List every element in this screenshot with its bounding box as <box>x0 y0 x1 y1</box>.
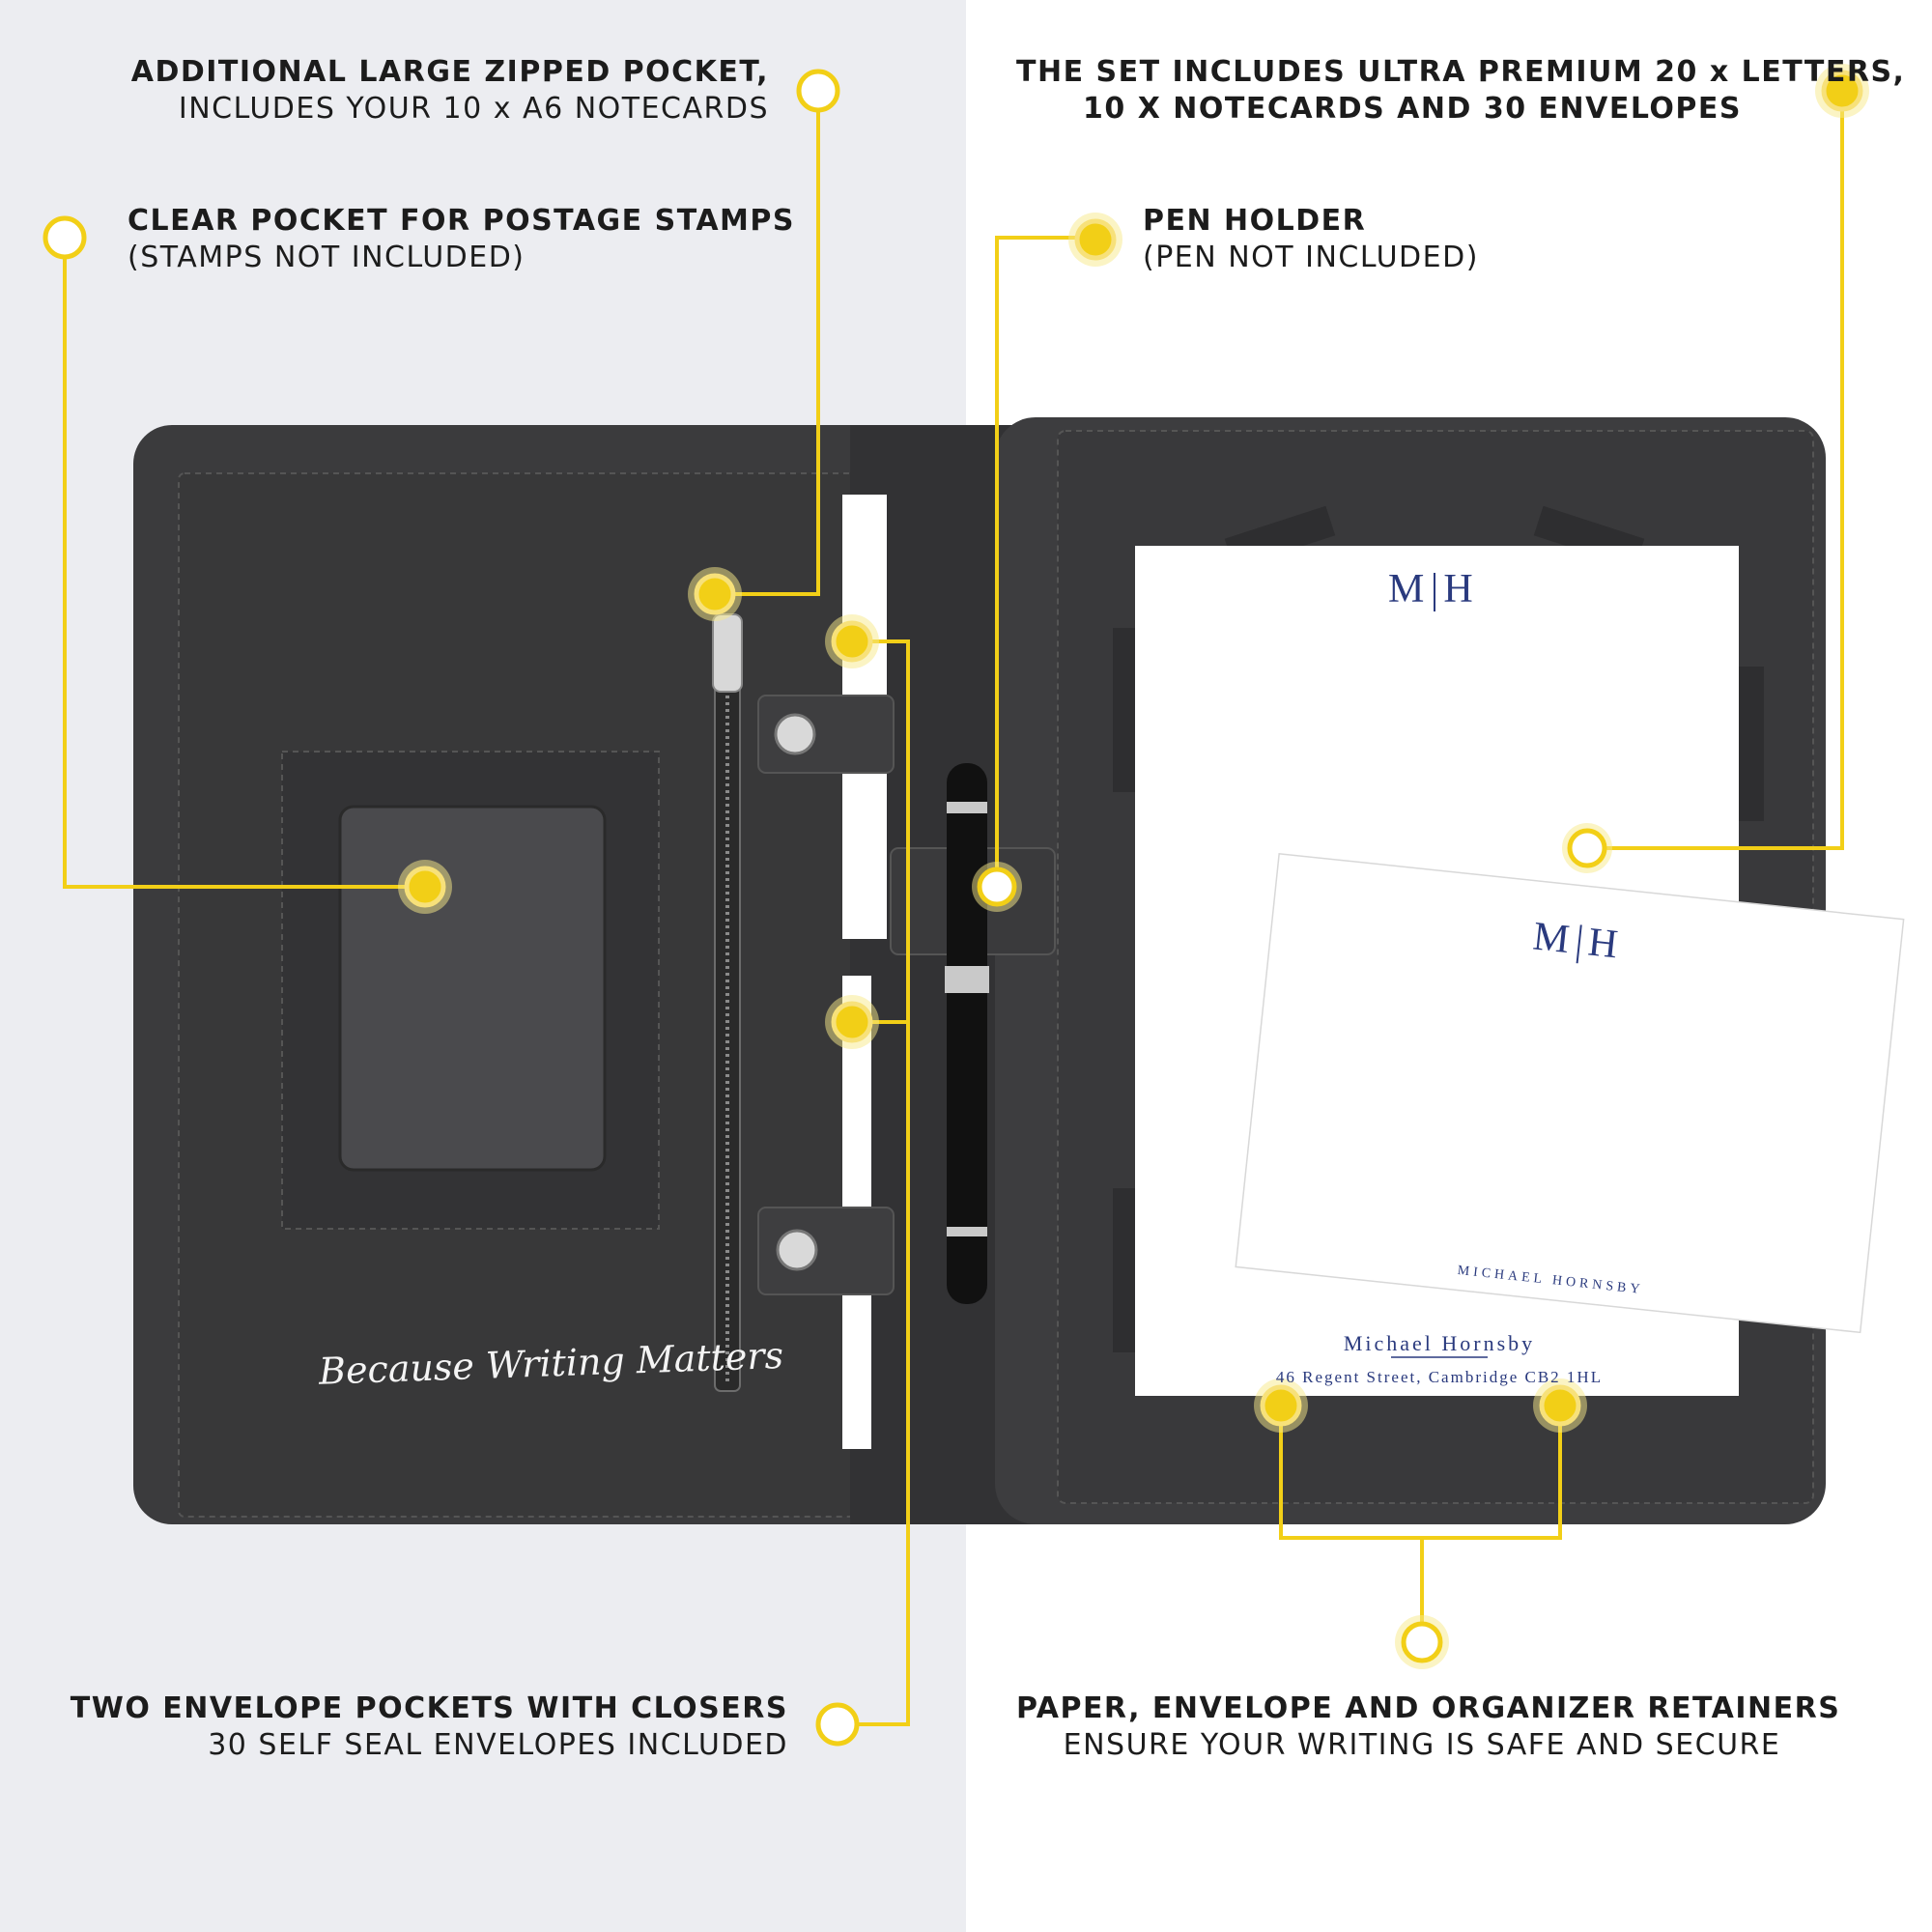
snap-strap-bottom <box>757 1207 895 1295</box>
marker-dot-icon <box>1068 213 1122 267</box>
marker-dot-icon <box>1395 1615 1449 1669</box>
letter-name: Michael Hornsby <box>1343 1331 1536 1355</box>
marker-dot-icon <box>825 995 879 1049</box>
marker-dot-icon <box>1254 1378 1308 1433</box>
callout-envelope-pockets: TWO ENVELOPE POCKETS WITH CLOSERS 30 SEL… <box>71 1690 788 1764</box>
callout-zipped-pocket-subtitle: INCLUDES YOUR 10 x A6 NOTECARDS <box>178 92 769 126</box>
callout-zipped-pocket: ADDITIONAL LARGE ZIPPED POCKET, INCLUDES… <box>131 54 769 128</box>
snap-button-bottom <box>776 1229 818 1271</box>
stamp-pocket-window <box>338 805 607 1172</box>
letter-address: 46 Regent Street, Cambridge CB2 1HL <box>1275 1368 1604 1386</box>
connector-lines <box>63 93 1844 1726</box>
marker-dots <box>43 64 1869 1747</box>
callout-set-includes: THE SET INCLUDES ULTRA PREMIUM 20 x LETT… <box>1016 54 1906 128</box>
zipper <box>714 617 741 1392</box>
callout-envelope-pockets-subtitle: 30 SELF SEAL ENVELOPES INCLUDED <box>208 1728 788 1762</box>
callout-set-includes-line2: 10 X NOTECARDS AND 30 ENVELOPES <box>1083 92 1742 126</box>
monogram-divider <box>1434 573 1436 612</box>
callout-retainers: PAPER, ENVELOPE AND ORGANIZER RETAINERS … <box>1016 1690 1841 1764</box>
snap-button-top <box>774 713 816 755</box>
pen-band-middle <box>945 966 989 993</box>
callout-set-includes-line1: THE SET INCLUDES ULTRA PREMIUM 20 x LETT… <box>1016 55 1906 89</box>
notecard <box>1235 852 1905 1334</box>
marker-dot-icon <box>825 614 879 668</box>
pen-body <box>947 763 987 1304</box>
marker-dot-icon <box>1533 1378 1587 1433</box>
callout-zipped-pocket-title: ADDITIONAL LARGE ZIPPED POCKET, <box>130 55 769 89</box>
connector-pen-holder <box>995 236 1092 887</box>
retainer-left-upper <box>1113 628 1138 792</box>
callout-clear-pocket-subtitle: (STAMPS NOT INCLUDED) <box>128 241 526 274</box>
callout-clear-pocket-title: CLEAR POCKET FOR POSTAGE STAMPS <box>128 204 796 238</box>
marker-dot-icon <box>1562 823 1612 873</box>
marker-dot-icon <box>43 215 87 260</box>
connector-set-includes <box>1587 93 1844 850</box>
connector-envelope-pockets <box>838 639 910 1726</box>
connector-clear-pocket <box>63 238 425 889</box>
callout-clear-pocket: CLEAR POCKET FOR POSTAGE STAMPS (STAMPS … <box>128 203 795 276</box>
marker-dot-icon <box>398 860 452 914</box>
pen-band-bottom <box>947 1227 987 1236</box>
marker-dot-icon <box>972 862 1022 912</box>
monogram-divider <box>1576 924 1583 964</box>
marker-dot-icon <box>1815 64 1869 118</box>
retainer-left-lower <box>1113 1188 1138 1352</box>
callout-pen-holder: PEN HOLDER (PEN NOT INCLUDED) <box>1143 203 1479 276</box>
marker-dot-icon <box>815 1702 860 1747</box>
callout-pen-holder-subtitle: (PEN NOT INCLUDED) <box>1143 241 1479 274</box>
connector-zipped-pocket <box>715 108 820 596</box>
marker-dot-icon <box>796 69 840 113</box>
zipper-pull <box>712 613 743 693</box>
callout-pen-holder-title: PEN HOLDER <box>1143 204 1367 238</box>
callout-envelope-pockets-title: TWO ENVELOPE POCKETS WITH CLOSERS <box>70 1691 788 1725</box>
retainer-right-upper <box>1739 667 1764 821</box>
marker-dot-icon <box>688 567 742 621</box>
callout-retainers-subtitle: ENSURE YOUR WRITING IS SAFE AND SECURE <box>1063 1728 1781 1762</box>
pen-band-top <box>947 802 987 813</box>
callout-retainers-title: PAPER, ENVELOPE AND ORGANIZER RETAINERS <box>1016 1691 1841 1725</box>
